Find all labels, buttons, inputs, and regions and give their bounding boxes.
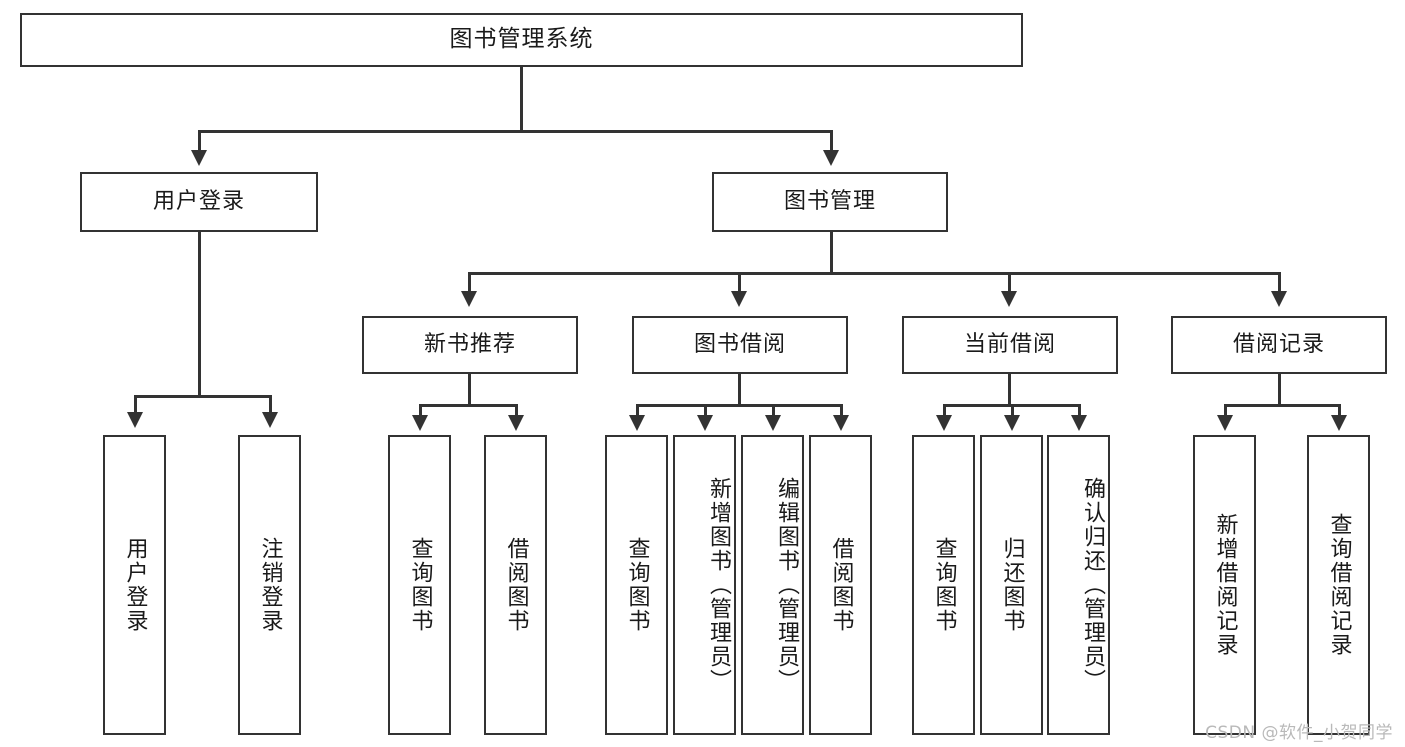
edge-drop-bb-add xyxy=(704,404,707,418)
arrow-to-br-add xyxy=(1217,415,1233,431)
node-book-management[interactable]: 图书管理 xyxy=(712,172,948,232)
edge-drop-cb-confirm xyxy=(1078,404,1081,418)
edge-drop-user-login xyxy=(198,130,201,153)
edge-drop-br-add xyxy=(1224,404,1227,418)
leaf-bb-query-book[interactable]: 查询图书 xyxy=(605,435,668,735)
edge-root-stem xyxy=(520,67,523,130)
arrow-to-cb-confirm xyxy=(1071,415,1087,431)
arrow-to-book-borrow xyxy=(731,291,747,307)
edge-book-mgmt-stem xyxy=(830,232,833,272)
leaf-bb-query-book-label: 查询图书 xyxy=(624,537,650,633)
edge-drop-leaf-logout xyxy=(269,395,272,415)
leaf-nb-borrow-book-label: 借阅图书 xyxy=(503,537,529,633)
leaf-cb-return-book-label: 归还图书 xyxy=(999,537,1025,633)
edge-drop-nb-query xyxy=(419,404,422,418)
arrow-to-book-mgmt xyxy=(823,150,839,166)
edge-drop-cb-return xyxy=(1011,404,1014,418)
edge-drop-book-mgmt xyxy=(830,130,833,153)
arrow-to-bb-add xyxy=(697,415,713,431)
arrow-to-nb-borrow xyxy=(508,415,524,431)
arrow-to-current-borrow xyxy=(1001,291,1017,307)
leaf-cb-confirm-return-admin[interactable]: 确认归还（管理员） xyxy=(1047,435,1110,735)
edge-book-mgmt-bus xyxy=(468,272,1280,275)
edge-drop-book-borrow xyxy=(738,272,741,294)
arrow-to-bb-borrow xyxy=(833,415,849,431)
arrow-to-bb-query xyxy=(629,415,645,431)
leaf-bb-edit-book-admin-label: 编辑图书（管理员） xyxy=(774,477,799,693)
edge-book-borrow-bus xyxy=(636,404,843,407)
leaf-nb-borrow-book[interactable]: 借阅图书 xyxy=(484,435,547,735)
edge-root-bus xyxy=(198,130,832,133)
edge-book-borrow-stem xyxy=(738,374,741,404)
arrow-to-cb-query xyxy=(936,415,952,431)
arrow-to-leaf-user-login xyxy=(127,412,143,428)
edge-drop-cb-query xyxy=(943,404,946,418)
edge-current-borrow-stem xyxy=(1008,374,1011,404)
leaf-br-query-record[interactable]: 查询借阅记录 xyxy=(1307,435,1370,735)
node-root-system[interactable]: 图书管理系统 xyxy=(20,13,1023,67)
leaf-bb-add-book-admin[interactable]: 新增图书（管理员） xyxy=(673,435,736,735)
arrow-to-leaf-logout xyxy=(262,412,278,428)
edge-drop-bb-query xyxy=(636,404,639,418)
edge-new-book-stem xyxy=(468,374,471,404)
edge-drop-new-book xyxy=(468,272,471,294)
edge-user-login-bus xyxy=(134,395,271,398)
edge-drop-bb-borrow xyxy=(840,404,843,418)
leaf-cb-return-book[interactable]: 归还图书 xyxy=(980,435,1043,735)
node-user-login[interactable]: 用户登录 xyxy=(80,172,318,232)
leaf-bb-edit-book-admin[interactable]: 编辑图书（管理员） xyxy=(741,435,804,735)
node-book-borrow[interactable]: 图书借阅 xyxy=(632,316,848,374)
leaf-logout-label: 注销登录 xyxy=(257,537,283,633)
arrow-to-user-login xyxy=(191,150,207,166)
edge-borrow-record-stem xyxy=(1278,374,1281,404)
csdn-watermark: CSDN @软件_小贺同学 xyxy=(1205,723,1393,743)
arrow-to-nb-query xyxy=(412,415,428,431)
edge-drop-nb-borrow xyxy=(515,404,518,418)
leaf-nb-query-book-label: 查询图书 xyxy=(407,537,433,633)
edge-user-login-stem xyxy=(198,232,201,395)
arrow-to-br-query xyxy=(1331,415,1347,431)
leaf-bb-add-book-admin-label: 新增图书（管理员） xyxy=(706,477,731,693)
arrow-to-new-book xyxy=(461,291,477,307)
leaf-bb-borrow-book[interactable]: 借阅图书 xyxy=(809,435,872,735)
leaf-nb-query-book[interactable]: 查询图书 xyxy=(388,435,451,735)
leaf-bb-borrow-book-label: 借阅图书 xyxy=(828,537,854,633)
arrow-to-cb-return xyxy=(1004,415,1020,431)
edge-drop-br-query xyxy=(1338,404,1341,418)
edge-drop-bb-edit xyxy=(772,404,775,418)
node-new-book-recommend[interactable]: 新书推荐 xyxy=(362,316,578,374)
leaf-cb-confirm-return-admin-label: 确认归还（管理员） xyxy=(1080,477,1105,693)
leaf-br-add-record[interactable]: 新增借阅记录 xyxy=(1193,435,1256,735)
leaf-logout[interactable]: 注销登录 xyxy=(238,435,301,735)
edge-borrow-record-bus xyxy=(1224,404,1341,407)
leaf-cb-query-book-label: 查询图书 xyxy=(931,537,957,633)
leaf-br-add-record-label: 新增借阅记录 xyxy=(1212,513,1238,657)
edge-drop-leaf-user-login xyxy=(134,395,137,415)
edge-drop-borrow-record xyxy=(1278,272,1281,294)
arrow-to-bb-edit xyxy=(765,415,781,431)
leaf-br-query-record-label: 查询借阅记录 xyxy=(1326,513,1352,657)
node-borrow-record[interactable]: 借阅记录 xyxy=(1171,316,1387,374)
node-current-borrow[interactable]: 当前借阅 xyxy=(902,316,1118,374)
leaf-user-login-label: 用户登录 xyxy=(122,537,148,633)
leaf-user-login[interactable]: 用户登录 xyxy=(103,435,166,735)
leaf-cb-query-book[interactable]: 查询图书 xyxy=(912,435,975,735)
arrow-to-borrow-record xyxy=(1271,291,1287,307)
edge-drop-current-borrow xyxy=(1008,272,1011,294)
edge-new-book-bus xyxy=(419,404,518,407)
